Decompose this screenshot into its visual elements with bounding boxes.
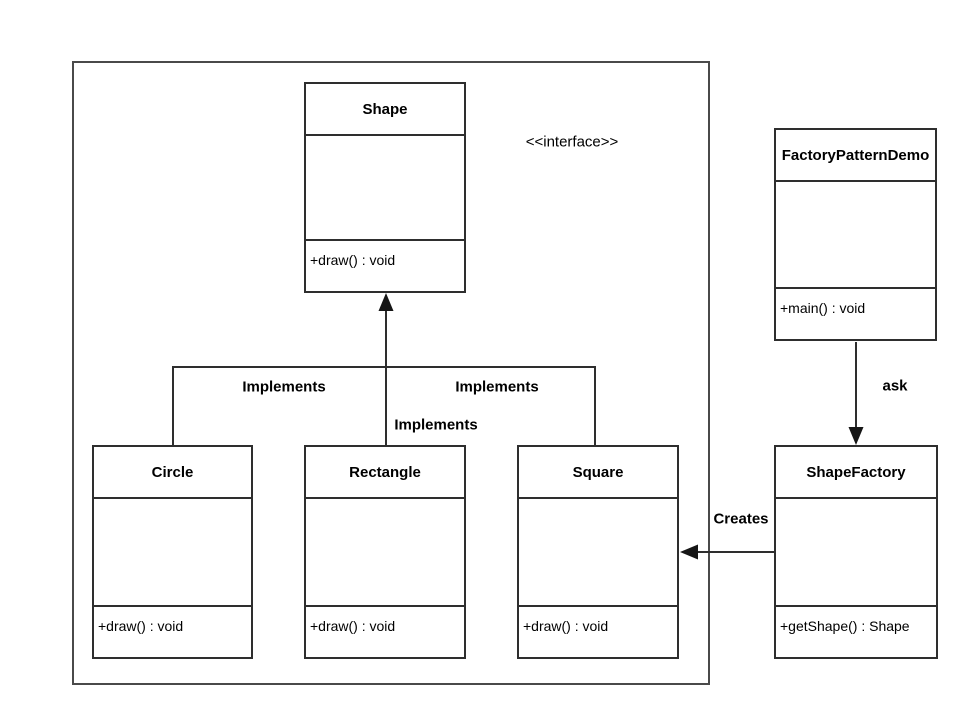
- attributes-compartment-rectangle: [306, 499, 464, 605]
- class-title-square: Square: [519, 447, 677, 499]
- methods-compartment-square: +draw() : void: [519, 605, 677, 657]
- class-box-shape: Shape +draw() : void: [304, 82, 466, 293]
- method-label-circle: +draw() : void: [98, 618, 184, 634]
- creates-label: Creates: [713, 510, 769, 528]
- methods-compartment-shape: +draw() : void: [306, 239, 464, 291]
- implements-label-right: Implements: [455, 378, 539, 396]
- methods-compartment-factory-pattern-demo: +main() : void: [776, 287, 935, 339]
- class-title-factory-pattern-demo: FactoryPatternDemo: [776, 130, 935, 182]
- class-title-rectangle: Rectangle: [306, 447, 464, 499]
- shapes-container-frame: [72, 61, 710, 685]
- method-label-square: +draw() : void: [523, 618, 609, 634]
- ask-label: ask: [882, 377, 908, 395]
- class-title-shape: Shape: [306, 84, 464, 136]
- class-box-circle: Circle +draw() : void: [92, 445, 253, 659]
- method-label-rectangle: +draw() : void: [310, 618, 396, 634]
- class-box-factory-pattern-demo: FactoryPatternDemo +main() : void: [774, 128, 937, 341]
- implements-label-middle: Implements: [394, 416, 478, 434]
- class-box-shape-factory: ShapeFactory +getShape() : Shape: [774, 445, 938, 659]
- class-title-shape-factory: ShapeFactory: [776, 447, 936, 499]
- method-label-shape: +draw() : void: [310, 252, 396, 268]
- implements-label-left: Implements: [242, 378, 326, 396]
- attributes-compartment-square: [519, 499, 677, 605]
- class-box-rectangle: Rectangle +draw() : void: [304, 445, 466, 659]
- attributes-compartment-shape-factory: [776, 499, 936, 605]
- method-label-factory-pattern-demo: +main() : void: [780, 300, 866, 316]
- class-title-circle: Circle: [94, 447, 251, 499]
- ask-arrowhead-icon: [848, 427, 864, 445]
- class-box-square: Square +draw() : void: [517, 445, 679, 659]
- attributes-compartment-shape: [306, 136, 464, 239]
- methods-compartment-circle: +draw() : void: [94, 605, 251, 657]
- attributes-compartment-factory-pattern-demo: [776, 182, 935, 287]
- methods-compartment-rectangle: +draw() : void: [306, 605, 464, 657]
- interface-stereotype-label: <<interface>>: [525, 133, 619, 151]
- attributes-compartment-circle: [94, 499, 251, 605]
- method-label-shape-factory: +getShape() : Shape: [780, 618, 910, 634]
- methods-compartment-shape-factory: +getShape() : Shape: [776, 605, 936, 657]
